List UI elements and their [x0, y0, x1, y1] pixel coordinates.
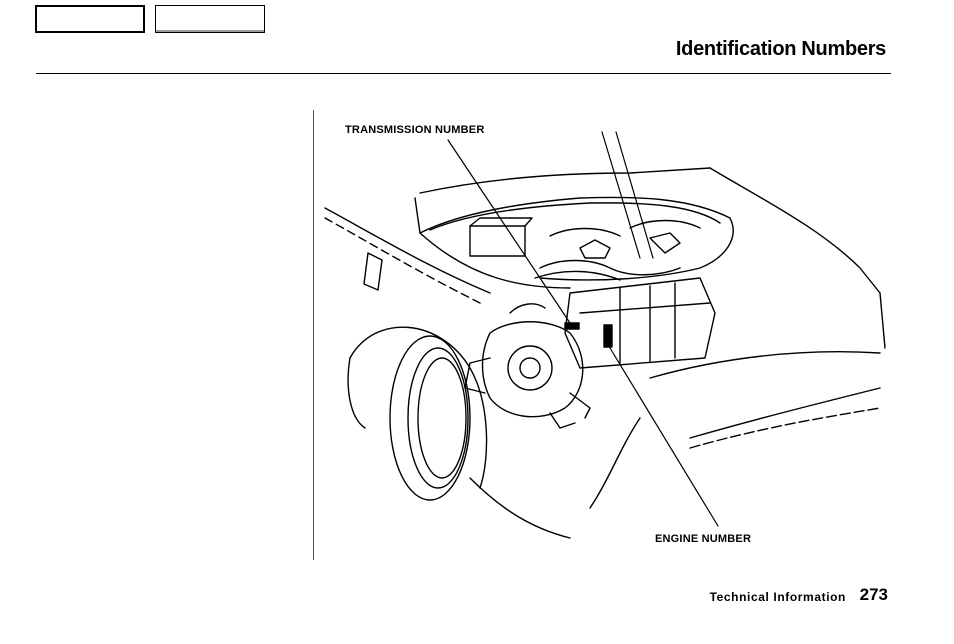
engine-number-label: ENGINE NUMBER: [655, 533, 752, 545]
title-divider: [36, 73, 891, 74]
nav-tab-button-1[interactable]: [35, 5, 145, 33]
footer-section-name: Technical Information: [709, 590, 846, 604]
lid-top: [419, 167, 711, 194]
engine-leader-line: [609, 347, 719, 527]
engine-bay-illustration: [324, 131, 886, 539]
nav-tab-button-2[interactable]: [155, 5, 265, 33]
engine-number-plate: [603, 324, 613, 348]
transmission-housing: [481, 321, 584, 418]
bumper-top: [689, 387, 881, 439]
page-title: Identification Numbers: [675, 38, 886, 60]
column-divider: [313, 110, 314, 560]
body-side-line: [324, 207, 491, 294]
quarter-window: [363, 252, 383, 291]
transmission-number-label: TRANSMISSION NUMBER: [345, 124, 485, 136]
tire: [389, 335, 471, 501]
engine-bay-rim: [419, 196, 734, 281]
page-number: 273: [859, 585, 888, 604]
battery: [469, 225, 526, 257]
engine-block: [564, 277, 716, 369]
transmission-leader-line: [447, 139, 573, 327]
wheel-arch: [349, 326, 488, 489]
rear-deck: [709, 167, 881, 294]
